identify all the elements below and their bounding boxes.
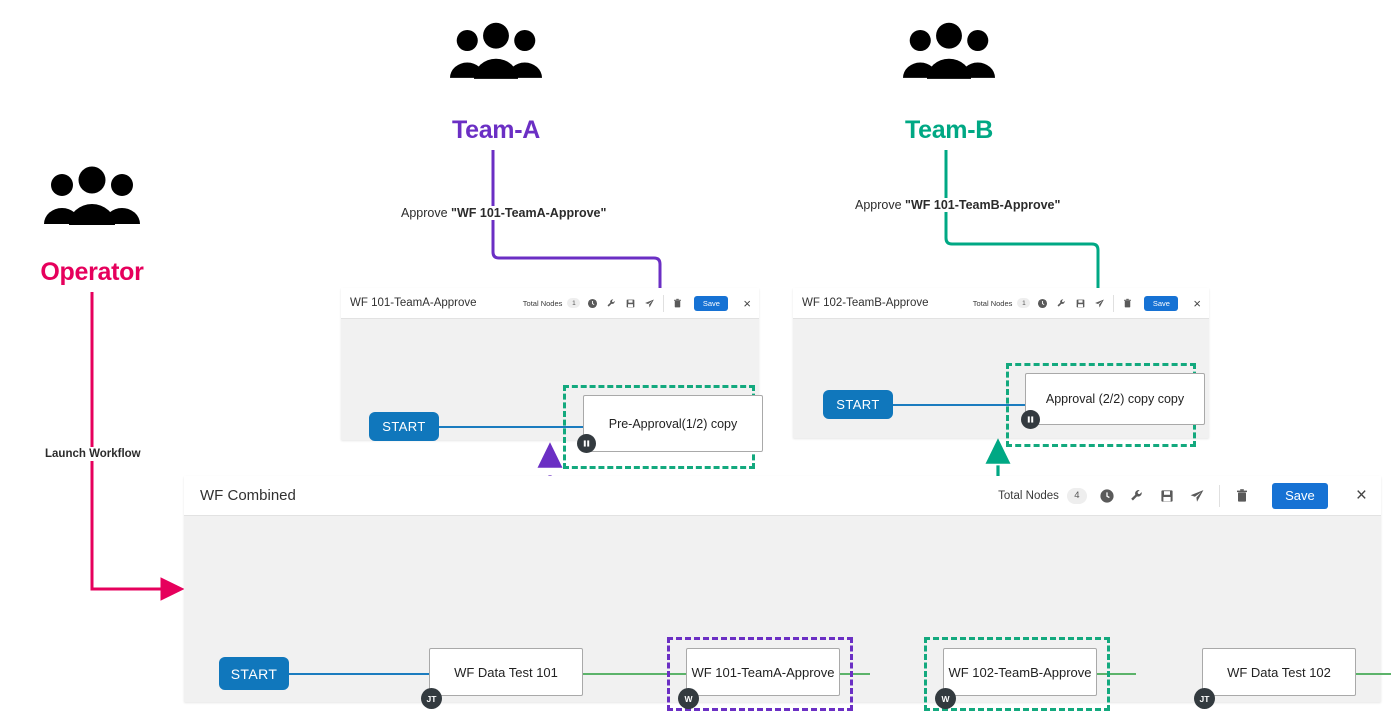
panel-title: WF Combined [200, 487, 296, 504]
start-node[interactable]: START [823, 390, 893, 419]
edge-label-prefix: Approve [855, 198, 906, 212]
task-node-wf-102-teamb-approve[interactable]: WF 102-TeamB-Approve [943, 648, 1097, 696]
task-node-wf-data-test-101[interactable]: WF Data Test 101 [429, 648, 583, 696]
pause-icon-badge[interactable] [1021, 410, 1040, 429]
actor-label-operator: Operator [40, 258, 144, 286]
clock-circle-icon[interactable] [1037, 298, 1048, 309]
operator-launch-connector [90, 292, 185, 601]
save-button[interactable]: Save [1271, 482, 1328, 509]
clock-circle-icon[interactable] [587, 298, 598, 309]
task-node[interactable]: Approval (2/2) copy copy [1025, 373, 1205, 425]
close-icon[interactable]: × [1355, 484, 1367, 506]
total-nodes-label: Total Nodes [998, 489, 1059, 502]
total-nodes-badge: 4 [1066, 487, 1087, 504]
paper-plane-icon[interactable] [644, 298, 655, 309]
clock-circle-icon[interactable] [1099, 488, 1115, 504]
panel-wf-combined: WF Combined Total Nodes 4 [184, 476, 1391, 711]
panel-toolbar: Total Nodes 1 Save × [522, 294, 751, 312]
node-badge-jt[interactable]: JT [1194, 688, 1215, 709]
connector-start-to-node [891, 404, 1033, 406]
selection-outline-purple [667, 637, 853, 711]
toolbar-divider [663, 294, 665, 312]
panel-canvas: START Pre-Approval(1/2) copy [341, 319, 763, 469]
total-nodes-badge: 1 [1017, 298, 1031, 308]
floppy-disk-icon[interactable] [1159, 488, 1175, 504]
people-group-icon-team-b [903, 22, 995, 87]
paper-plane-icon[interactable] [1094, 298, 1105, 309]
connector-start-to-node [437, 426, 585, 428]
panel-wf102-teamb-approve: WF 102-TeamB-Approve Total Nodes 1 [793, 288, 1209, 447]
connector-start-to-node-1 [286, 673, 432, 675]
total-nodes-label: Total Nodes [972, 298, 1013, 308]
selection-outline-green [924, 637, 1110, 711]
panel-canvas: START WF Data Test 101 JT WF 101-TeamA-A… [184, 516, 1391, 711]
edge-label-team-b-approve: Approve "WF 101-TeamB-Approve" [853, 198, 1063, 212]
save-button[interactable]: Save [694, 295, 729, 311]
panel-canvas: START Approval (2/2) copy copy [793, 319, 1209, 447]
pause-icon-badge[interactable] [577, 434, 596, 453]
total-nodes-badge: 1 [567, 298, 581, 308]
paper-plane-icon[interactable] [1189, 488, 1205, 504]
task-node-wf-101-teama-approve[interactable]: WF 101-TeamA-Approve [686, 648, 840, 696]
edge-label-team-a-approve: Approve "WF 101-TeamA-Approve" [399, 206, 609, 220]
trash-icon[interactable] [1122, 298, 1133, 309]
node-badge-jt[interactable]: JT [421, 688, 442, 709]
actor-label-team-a: Team-A [451, 116, 541, 144]
people-group-icon-team-a [450, 22, 542, 87]
panel-toolbar: Total Nodes 4 Save × [998, 482, 1367, 509]
toolbar-divider [1113, 294, 1115, 312]
toolbar-divider [1218, 484, 1220, 507]
save-button[interactable]: Save [1144, 295, 1179, 311]
wrench-icon[interactable] [1056, 298, 1067, 309]
wrench-icon[interactable] [606, 298, 617, 309]
edge-label-target: "WF 101-TeamB-Approve" [905, 198, 1061, 212]
edge-label-launch-workflow: Launch Workflow [42, 447, 144, 461]
edge-label-prefix: Approve [401, 206, 452, 220]
start-node[interactable]: START [219, 657, 289, 690]
wrench-icon[interactable] [1129, 488, 1145, 504]
node-badge-w[interactable]: W [678, 688, 699, 709]
floppy-disk-icon[interactable] [625, 298, 636, 309]
trash-icon[interactable] [672, 298, 683, 309]
start-node[interactable]: START [369, 412, 439, 441]
panel-header: WF 101-TeamA-Approve Total Nodes 1 [341, 288, 759, 319]
task-node-wf-data-test-102[interactable]: WF Data Test 102 [1202, 648, 1356, 696]
panel-title: WF 101-TeamA-Approve [350, 297, 477, 309]
panel-title: WF 102-TeamB-Approve [802, 297, 929, 309]
total-nodes-label: Total Nodes [522, 298, 563, 308]
floppy-disk-icon[interactable] [1075, 298, 1086, 309]
trash-icon[interactable] [1234, 488, 1250, 504]
panel-toolbar: Total Nodes 1 Save × [972, 294, 1201, 312]
task-node[interactable]: Pre-Approval(1/2) copy [583, 395, 763, 452]
panel-header: WF Combined Total Nodes 4 [184, 476, 1381, 516]
close-icon[interactable]: × [743, 295, 751, 311]
close-icon[interactable]: × [1193, 295, 1201, 311]
people-group-icon-operator [44, 166, 140, 233]
actor-label-team-b: Team-B [904, 116, 994, 144]
panel-wf101-teama-approve: WF 101-TeamA-Approve Total Nodes 1 [341, 288, 763, 469]
panel-header: WF 102-TeamB-Approve Total Nodes 1 [793, 288, 1209, 319]
edge-label-target: "WF 101-TeamA-Approve" [451, 206, 607, 220]
node-badge-w[interactable]: W [935, 688, 956, 709]
